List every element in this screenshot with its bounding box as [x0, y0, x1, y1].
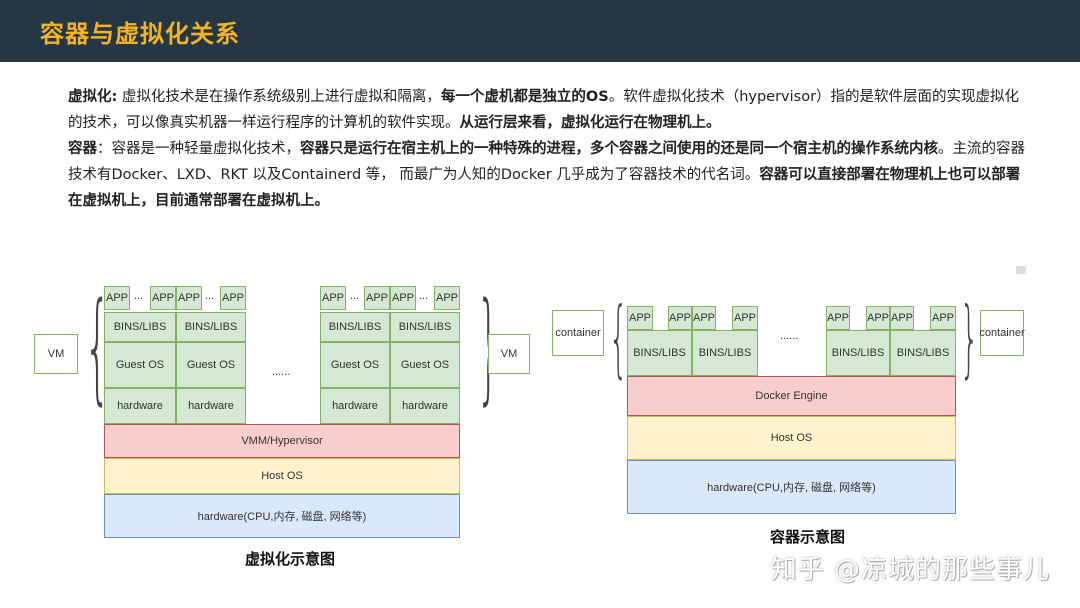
app-box: APP — [890, 306, 914, 330]
bins-libs-box: BINS/LIBS — [390, 312, 460, 342]
app-box: APP — [668, 306, 692, 330]
hypervisor-layer: VMM/Hypervisor — [104, 424, 460, 458]
app-box: APP — [692, 306, 716, 330]
vm-label-right: VM — [488, 334, 530, 374]
container-diagram-caption: 容器示意图 — [770, 528, 846, 546]
virtualization-paragraph: 虚拟化: 虚拟化技术是在操作系统级别上进行虚拟和隔离，每一个虚机都是独立的OS。… — [68, 84, 1028, 136]
app-box: APP — [434, 286, 460, 310]
container-ellipsis: ...... — [780, 330, 799, 342]
app-box: APP — [364, 286, 390, 310]
app-box: APP — [627, 306, 653, 330]
app-ellipsis: ... — [419, 290, 429, 302]
app-box: APP — [176, 286, 202, 310]
app-ellipsis: ... — [350, 290, 360, 302]
watermark-text: 知乎 @凉城的那些事儿 — [770, 555, 1050, 585]
physical-hardware-layer: hardware(CPU,内存, 磁盘, 网络等) — [104, 494, 460, 538]
bins-libs-box: BINS/LIBS — [176, 312, 246, 342]
vm-hardware-box: hardware — [390, 388, 460, 424]
bins-libs-box: BINS/LIBS — [104, 312, 176, 342]
guest-os-box: Guest OS — [390, 342, 460, 388]
app-box: APP — [150, 286, 176, 310]
virtualization-label: 虚拟化: — [68, 89, 118, 105]
app-box: APP — [220, 286, 246, 310]
desc-text: 虚拟化技术是在操作系统级别上进行虚拟和隔离， — [117, 89, 441, 105]
host-os-layer: Host OS — [627, 416, 956, 460]
vm-label-left: VM — [34, 334, 78, 374]
bins-libs-box: BINS/LIBS — [692, 330, 758, 376]
app-box: APP — [390, 286, 416, 310]
desc-bold: 容器可以直接部署在物理机上也可以部署在虚拟机上，目前通常部署在虚拟机上。 — [68, 167, 1021, 209]
container-paragraph: 容器：容器是一种轻量虚拟化技术，容器只是运行在宿主机上的一种特殊的进程，多个容器… — [68, 136, 1028, 214]
bins-libs-box: BINS/LIBS — [890, 330, 956, 376]
desc-bold: 每一个虚机都是独立的OS — [440, 89, 609, 105]
brace-right: } — [960, 289, 979, 387]
desc-text: ：容器是一种轻量虚拟化技术， — [97, 141, 300, 157]
vm-hardware-box: hardware — [176, 388, 246, 424]
app-box: APP — [866, 306, 890, 330]
app-ellipsis: ... — [134, 290, 144, 302]
container-label: 容器 — [68, 141, 97, 157]
app-box: APP — [930, 306, 956, 330]
container-label-left: container — [552, 310, 604, 356]
bins-libs-box: BINS/LIBS — [627, 330, 692, 376]
docker-engine-layer: Docker Engine — [627, 376, 956, 416]
desc-bold: 容器只是运行在宿主机上的一种特殊的进程，多个容器之间使用的还是同一个宿主机的操作… — [300, 141, 938, 157]
description-text: 虚拟化: 虚拟化技术是在操作系统级别上进行虚拟和隔离，每一个虚机都是独立的OS。… — [68, 84, 1028, 214]
app-box: APP — [732, 306, 758, 330]
bins-libs-box: BINS/LIBS — [826, 330, 890, 376]
slide-title: 容器与虚拟化关系 — [40, 20, 240, 48]
app-ellipsis: ... — [205, 290, 215, 302]
guest-os-box: Guest OS — [104, 342, 176, 388]
desc-text: 。软件虚拟化技术（hypervisor）指的是软件层面的实现虚拟化的技术，可以像… — [68, 89, 1020, 131]
brace-left: { — [609, 289, 628, 387]
vm-hardware-box: hardware — [104, 388, 176, 424]
guest-os-box: Guest OS — [320, 342, 390, 388]
app-box: APP — [104, 286, 130, 310]
container-label-right: container — [979, 310, 1025, 356]
physical-hardware-layer: hardware(CPU,内存, 磁盘, 网络等) — [627, 460, 956, 514]
bins-libs-box: BINS/LIBS — [320, 312, 390, 342]
app-box: APP — [320, 286, 346, 310]
corner-mark — [1016, 266, 1026, 274]
guest-os-box: Guest OS — [176, 342, 246, 388]
vm-diagram-caption: 虚拟化示意图 — [245, 550, 336, 568]
vm-hardware-box: hardware — [320, 388, 390, 424]
vm-ellipsis: ...... — [272, 366, 291, 378]
slide-header: 容器与虚拟化关系 — [0, 0, 1080, 62]
app-box: APP — [826, 306, 850, 330]
desc-text: 。主流的容器技术有Docker、LXD、RKT 以及Containerd 等， … — [68, 141, 1025, 183]
desc-bold: 从运行层来看，虚拟化运行在物理机上。 — [459, 115, 721, 131]
host-os-layer: Host OS — [104, 458, 460, 494]
